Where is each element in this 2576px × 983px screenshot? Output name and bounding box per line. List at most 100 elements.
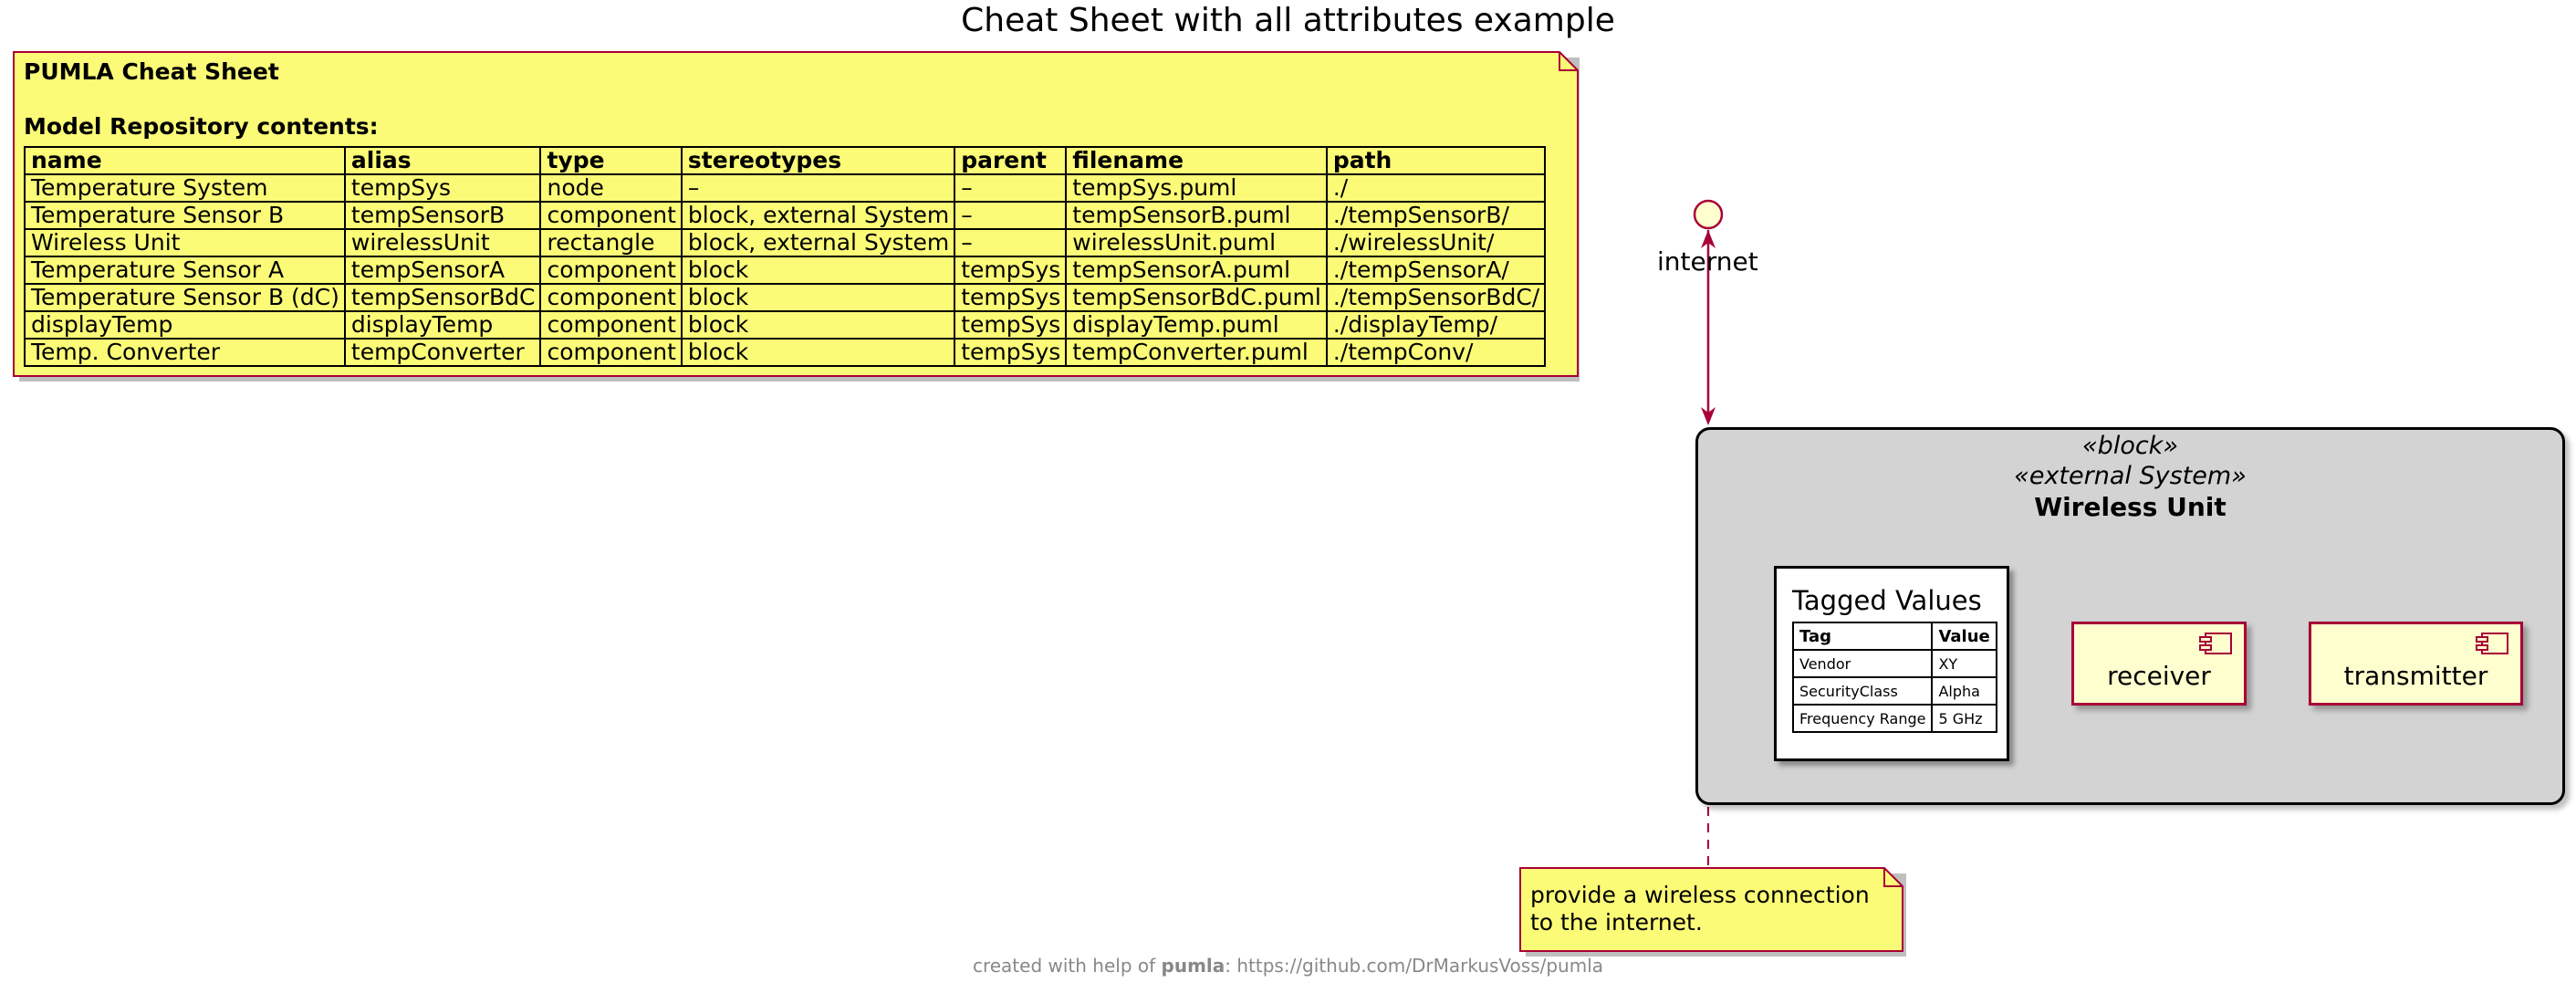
table-cell: tempSys: [954, 338, 1068, 367]
repository-column-header: type: [539, 146, 683, 175]
table-cell: ./tempSensorBdC/: [1325, 283, 1547, 312]
table-cell: block: [680, 256, 956, 285]
note-shape: [1519, 867, 1906, 957]
footer-link[interactable]: : https://github.com/DrMarkusVoss/pumla: [1225, 955, 1604, 977]
table-cell: Temperature System: [24, 173, 346, 203]
table-cell: component: [539, 201, 683, 230]
footer-brand: pumla: [1161, 955, 1225, 977]
table-cell: Temp. Converter: [24, 338, 346, 367]
repository-column-header: parent: [954, 146, 1068, 175]
table-cell: block, external System: [680, 201, 956, 230]
transmitter-label: transmitter: [2343, 661, 2488, 691]
connection-note: provide a wireless connection to the int…: [1519, 867, 1906, 957]
connection-note-text: provide a wireless connection to the int…: [1530, 882, 1870, 936]
table-cell: Wireless Unit: [24, 228, 346, 257]
table-cell: tempConverter.puml: [1065, 338, 1328, 367]
table-cell: ./tempSensorB/: [1325, 201, 1547, 230]
repository-column-header: alias: [343, 146, 542, 175]
table-cell: –: [954, 201, 1068, 230]
repository-column-header: name: [24, 146, 346, 175]
table-cell: 5 GHz: [1931, 704, 1997, 733]
arrowhead-down-icon: [1701, 407, 1716, 425]
table-cell: ./tempConv/: [1325, 338, 1547, 367]
component-icon: [2199, 633, 2232, 654]
table-cell: tempSensorA.puml: [1065, 256, 1328, 285]
table-cell: –: [954, 228, 1068, 257]
table-cell: tempSensorBdC.puml: [1065, 283, 1328, 312]
footer: created with help of pumla: https://gith…: [0, 955, 2576, 977]
table-cell: block: [680, 338, 956, 367]
table-cell: component: [539, 338, 683, 367]
table-cell: SecurityClass: [1791, 676, 1934, 706]
tagged-values-title: Tagged Values: [1792, 585, 1982, 616]
external-system-stereotype: «external System»: [2014, 462, 2247, 490]
internet-interface-icon[interactable]: [1693, 199, 1724, 230]
table-cell: rectangle: [539, 228, 683, 257]
table-cell: Temperature Sensor B (dC): [24, 283, 346, 312]
footer-prefix: created with help of: [972, 955, 1162, 977]
table-cell: Temperature Sensor B: [24, 201, 346, 230]
wireless-unit-name: Wireless Unit: [2034, 492, 2227, 522]
table-cell: tempSensorB.puml: [1065, 201, 1328, 230]
table-cell: tempSensorA: [343, 256, 542, 285]
table-cell: ./tempSensorA/: [1325, 256, 1547, 285]
table-cell: ./displayTemp/: [1325, 310, 1547, 340]
table-cell: displayTemp.puml: [1065, 310, 1328, 340]
component-icon: [2476, 633, 2508, 654]
table-cell: tempSys: [954, 283, 1068, 312]
table-cell: ./: [1325, 173, 1547, 203]
table-cell: wirelessUnit: [343, 228, 542, 257]
table-cell: –: [954, 173, 1068, 203]
table-cell: block, external System: [680, 228, 956, 257]
tagged-values-column-header: Tag: [1791, 622, 1934, 651]
receiver-component[interactable]: receiver: [2071, 622, 2247, 706]
internet-label: internet: [1657, 246, 1758, 277]
table-cell: tempSys: [954, 310, 1068, 340]
transmitter-component[interactable]: transmitter: [2309, 622, 2523, 706]
table-cell: tempSys: [954, 256, 1068, 285]
table-cell: –: [680, 173, 956, 203]
table-cell: wirelessUnit.puml: [1065, 228, 1328, 257]
receiver-label: receiver: [2107, 661, 2211, 691]
table-cell: Alpha: [1931, 676, 1997, 706]
repository-column-header: path: [1325, 146, 1547, 175]
repository-subheading: Model Repository contents:: [24, 113, 379, 140]
table-cell: Vendor: [1791, 649, 1934, 678]
table-cell: component: [539, 283, 683, 312]
table-cell: tempSys.puml: [1065, 173, 1328, 203]
cheat-sheet-note: PUMLA Cheat Sheet Model Repository conte…: [13, 51, 1580, 382]
repository-column-header: stereotypes: [680, 146, 956, 175]
tagged-values-column-header: Value: [1931, 622, 1997, 651]
table-cell: component: [539, 310, 683, 340]
table-cell: node: [539, 173, 683, 203]
table-cell: tempSensorBdC: [343, 283, 542, 312]
table-cell: displayTemp: [24, 310, 346, 340]
table-cell: component: [539, 256, 683, 285]
table-cell: block: [680, 283, 956, 312]
table-cell: tempSensorB: [343, 201, 542, 230]
table-cell: XY: [1931, 649, 1997, 678]
table-cell: Frequency Range: [1791, 704, 1934, 733]
table-cell: displayTemp: [343, 310, 542, 340]
table-cell: block: [680, 310, 956, 340]
repository-column-header: filename: [1065, 146, 1328, 175]
table-cell: tempSys: [343, 173, 542, 203]
